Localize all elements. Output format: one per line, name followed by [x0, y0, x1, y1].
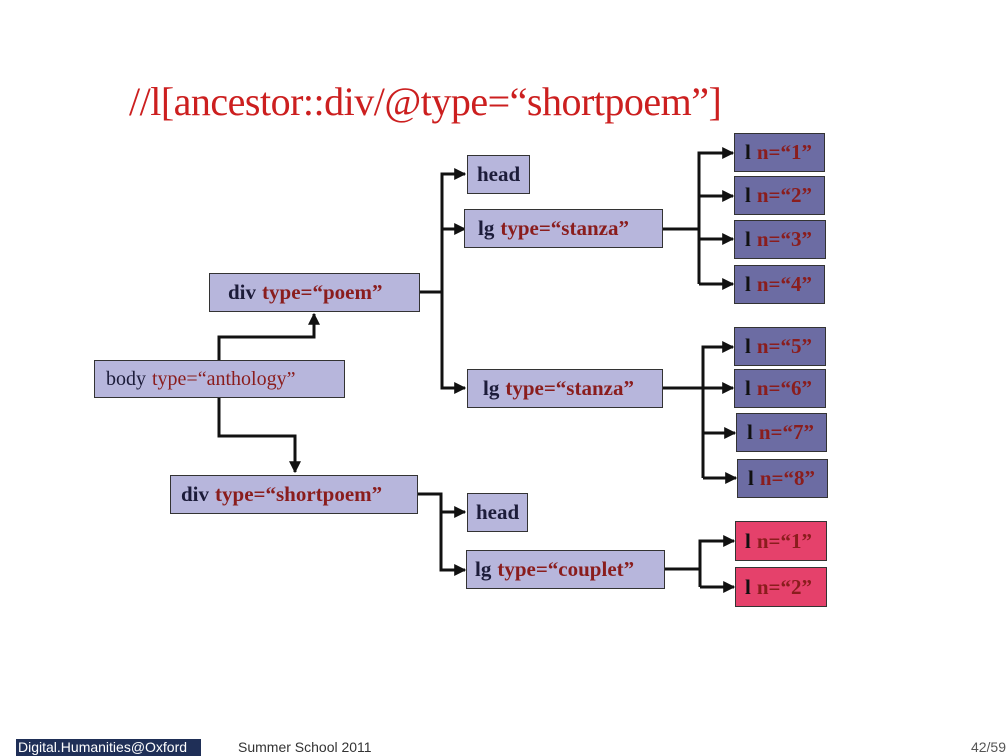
edge-lg1-l1 [697, 147, 735, 284]
node-l-8: l n=“8” [737, 459, 828, 498]
node-attr: type=“couplet” [497, 557, 635, 581]
edge-divpoem-lg1 [440, 174, 467, 235]
node-attr: n=“2” [756, 183, 812, 207]
node-lg-stanza-2: lg type=“stanza” [467, 369, 663, 408]
node-tag: l [745, 140, 751, 164]
node-attr: type=“shortpoem” [215, 482, 383, 506]
node-tag: l [745, 528, 751, 553]
node-attr: n=“8” [759, 466, 815, 490]
node-tag: l [747, 420, 753, 444]
node-tag: lg [483, 376, 500, 400]
node-attr: n=“4” [756, 272, 812, 296]
node-body: body type=“anthology” [94, 360, 345, 398]
edge-body-divpoem [217, 312, 320, 360]
node-head: head [467, 155, 530, 194]
node-lg-stanza-1: lg type=“stanza” [464, 209, 663, 248]
edge-divshort-branch [418, 492, 467, 518]
node-attr: type=“anthology” [152, 367, 296, 390]
node-attr: n=“3” [756, 227, 812, 251]
node-attr: n=“5” [756, 334, 812, 358]
node-tag: l [745, 227, 751, 251]
node-l-3: l n=“3” [734, 220, 826, 259]
node-div-shortpoem: div type=“shortpoem” [170, 475, 418, 514]
edge-body-divshortpoem [217, 398, 301, 474]
page-number: 42/59 [970, 739, 1006, 755]
node-tag: body [106, 367, 146, 390]
node-l-4: l n=“4” [734, 265, 825, 304]
node-tag: l [745, 376, 751, 400]
node-lg-couplet: lg type=“couplet” [466, 550, 665, 589]
node-tag: div [228, 280, 257, 304]
node-l-couplet-1: l n=“1” [735, 521, 827, 561]
node-l-1: l n=“1” [734, 133, 825, 172]
node-tag: l [745, 183, 751, 207]
node-attr: n=“1” [756, 140, 812, 164]
node-l-couplet-2: l n=“2” [735, 567, 827, 607]
node-attr: n=“2” [756, 574, 812, 599]
node-attr: n=“7” [758, 420, 814, 444]
footer-logo: Digital.Humanities@Oxford [16, 739, 201, 756]
node-tag: l [745, 272, 751, 296]
node-l-7: l n=“7” [736, 413, 827, 452]
node-tag: div [181, 482, 210, 506]
node-attr: n=“6” [756, 376, 812, 400]
node-attr: type=“poem” [262, 280, 383, 304]
node-tag: lg [475, 557, 492, 581]
node-l-2: l n=“2” [734, 176, 825, 215]
node-l-5: l n=“5” [734, 327, 826, 366]
node-head-2: head [467, 493, 528, 532]
node-tag: l [745, 574, 751, 599]
edge-divpoem-branch [420, 168, 467, 294]
node-tag: lg [478, 216, 495, 240]
node-tag: l [745, 334, 751, 358]
edge-lg2-l5 [701, 341, 735, 478]
footer-event: Summer School 2011 [238, 739, 372, 755]
edge-couplet-l1 [698, 535, 736, 587]
node-l-6: l n=“6” [734, 369, 826, 408]
node-attr: type=“stanza” [505, 376, 634, 400]
node-attr: n=“1” [756, 528, 812, 553]
node-tag: head [477, 162, 521, 186]
edge-divpoem-lg2 [440, 292, 467, 394]
node-tag: l [748, 466, 754, 490]
edge-divshort-lg [439, 512, 467, 576]
node-attr: type=“stanza” [500, 216, 629, 240]
slide-title: //l[ancestor::div/@type=“shortpoem”] [129, 79, 722, 124]
node-div-poem: div type=“poem” [209, 273, 420, 312]
node-tag: head [476, 500, 520, 524]
